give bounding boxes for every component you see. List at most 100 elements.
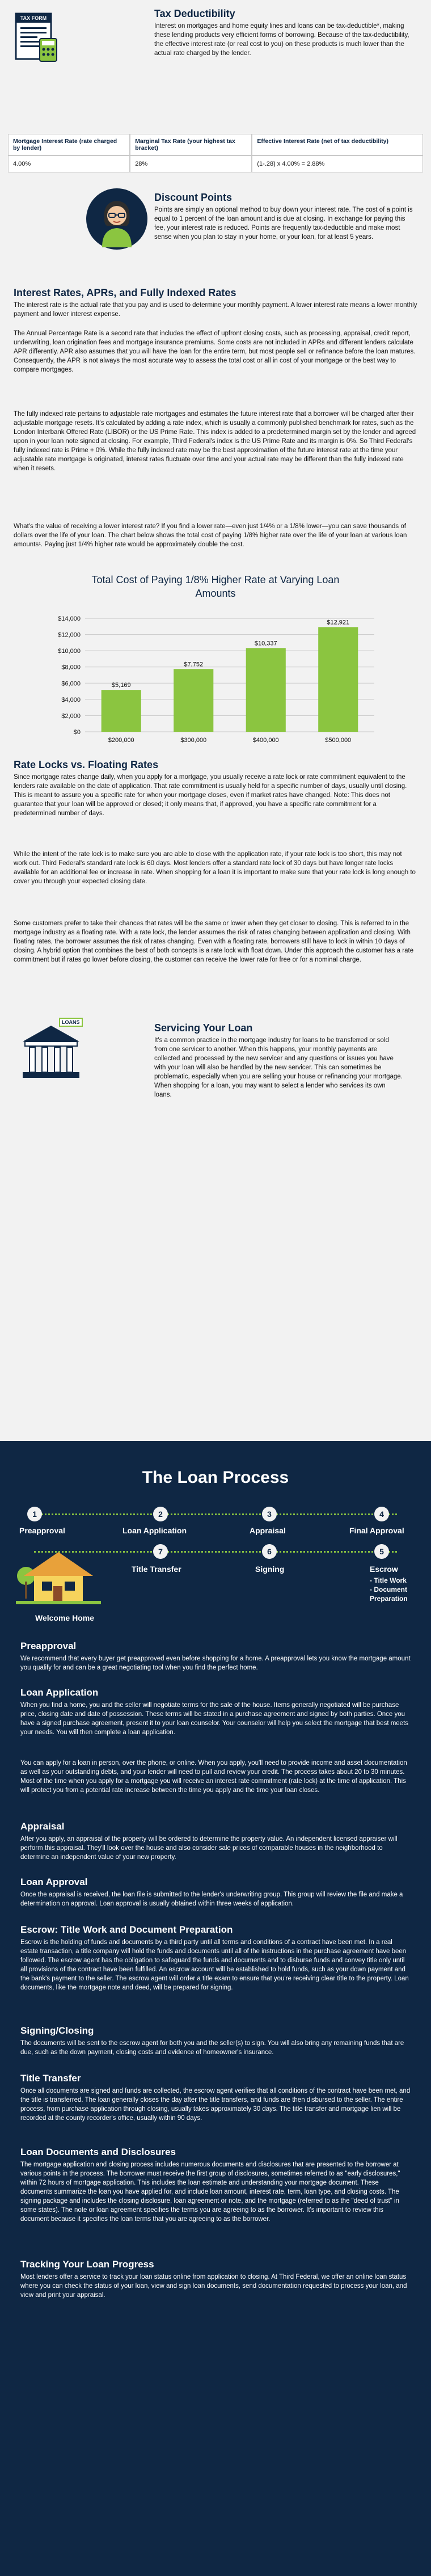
detail-paragraph: Escrow is the holding of funds and docum…	[20, 1939, 409, 1991]
detail-paragraph: Once the appraisal is received, the loan…	[20, 1891, 403, 1907]
detail-title: Appraisal	[20, 1821, 65, 1832]
light-section: TAX FORM Tax Deductibility Interest on m…	[0, 0, 431, 1441]
step-1: 1	[27, 1507, 42, 1521]
detail-title: Escrow: Title Work and Document Preparat…	[20, 1924, 233, 1935]
tax-table-row: 4.00% 28% (1-.28) x 4.00% = 2.88%	[8, 155, 424, 172]
woman-avatar-icon	[85, 187, 149, 251]
servicing-paragraph: It's a common practice in the mortgage i…	[154, 1037, 403, 1098]
detail-paragraph: Most lenders offer a service to track yo…	[20, 2274, 407, 2299]
bar	[246, 648, 286, 732]
tax-table-cell: (1-.28) x 4.00% = 2.88%	[252, 155, 424, 172]
step-label: Appraisal	[250, 1526, 286, 1535]
escrow-item: - Document Preparation	[370, 1586, 408, 1603]
locks-title: Rate Locks vs. Floating Rates	[14, 759, 159, 770]
detail-paragraph: Once all documents are signed and funds …	[20, 2088, 411, 2122]
step-number: 6	[262, 1544, 277, 1559]
tax-paragraph: Interest on mortgages and home equity li…	[154, 23, 409, 57]
step-label: Preapproval	[19, 1526, 65, 1535]
step-label: Final Approval	[349, 1526, 404, 1535]
y-tick-label: $12,000	[58, 632, 81, 639]
discount-title: Discount Points	[154, 192, 233, 203]
tax-form-label: TAX FORM	[20, 15, 47, 21]
bar	[101, 690, 141, 732]
detail-paragraph: The mortgage application and closing pro…	[20, 2161, 400, 2223]
y-tick-label: $4,000	[61, 697, 81, 703]
y-tick-label: $8,000	[61, 664, 81, 671]
rates-paragraph-1: The interest rate is the actual rate tha…	[14, 302, 417, 318]
rates-paragraph-2: The Annual Percentage Rate is a second r…	[14, 330, 416, 373]
process-title: The Loan Process	[142, 1468, 289, 1487]
step-7: 7	[153, 1544, 168, 1559]
tax-table: Mortgage Interest Rate (rate charged by …	[8, 134, 424, 172]
y-tick-label: $0	[74, 729, 81, 736]
detail-paragraph: After you apply, an appraisal of the pro…	[20, 1836, 398, 1861]
tax-form-icon: TAX FORM	[8, 10, 60, 67]
bank-building-icon: LOANS	[17, 1018, 85, 1083]
detail-title: Signing/Closing	[20, 2025, 94, 2036]
step-label: Title Transfer	[132, 1565, 181, 1574]
process-connector	[34, 1513, 397, 1515]
escrow-item: - Title Work	[370, 1576, 407, 1584]
detail-title: Title Transfer	[20, 2073, 81, 2084]
cost-bar-chart: $0 $2,000 $4,000 $6,000 $8,000 $10,000 $12,000…	[58, 615, 374, 744]
dark-section: The Loan Process 1 Preapproval 2 Loan Ap…	[0, 1441, 431, 2576]
locks-paragraph-3: Some customers prefer to take their chan…	[14, 920, 414, 963]
x-tick-label: $400,000	[253, 737, 279, 744]
bar-value-label: $12,921	[327, 619, 349, 626]
tax-table-header: Mortgage Interest Rate (rate charged by …	[8, 134, 130, 155]
step-6: 6	[262, 1544, 277, 1559]
tax-table-header-row: Mortgage Interest Rate (rate charged by …	[8, 134, 424, 155]
discount-paragraph: Points are simply an optional method to …	[154, 206, 413, 241]
detail-title: Loan Approval	[20, 1877, 88, 1887]
tax-table-header: Effective Interest Rate (net of tax dedu…	[252, 134, 424, 155]
step-number: 5	[374, 1544, 389, 1559]
bar-value-label: $7,752	[184, 661, 203, 668]
step-4: 4	[374, 1507, 389, 1521]
step-label: Escrow	[370, 1565, 398, 1574]
detail-title: Tracking Your Loan Progress	[20, 2259, 154, 2270]
step-3: 3	[262, 1507, 277, 1521]
detail-title: Loan Documents and Disclosures	[20, 2147, 176, 2157]
locks-paragraph-1: Since mortgage rates change daily, when …	[14, 774, 407, 817]
bank-sign-label: LOANS	[59, 1018, 83, 1027]
detail-paragraph: The documents will be sent to the escrow…	[20, 2040, 404, 2056]
process-connector	[34, 1551, 397, 1553]
servicing-title: Servicing Your Loan	[154, 1022, 253, 1034]
rates-paragraph-3: The fully indexed rate pertains to adjus…	[14, 411, 416, 472]
detail-title: Preapproval	[20, 1641, 77, 1651]
welcome-home-label: Welcome Home	[35, 1613, 94, 1622]
step-5: 5	[374, 1544, 389, 1559]
house-icon	[16, 1548, 101, 1609]
bar	[174, 669, 214, 732]
chart-title: Total Cost of Paying 1/8% Higher Rate at…	[91, 574, 340, 599]
step-label: Signing	[255, 1565, 285, 1574]
locks-paragraph-2: While the intent of the rate lock is to …	[14, 851, 416, 885]
tax-title: Tax Deductibility	[154, 8, 235, 19]
tax-table-header: Marginal Tax Rate (your highest tax brac…	[130, 134, 252, 155]
x-tick-label: $500,000	[325, 737, 351, 744]
y-tick-label: $2,000	[61, 712, 81, 719]
step-2: 2	[153, 1507, 168, 1521]
bar	[318, 627, 358, 732]
bar-value-label: $10,337	[255, 640, 277, 647]
detail-title: Loan Application	[20, 1687, 99, 1698]
bar-value-label: $5,169	[112, 682, 131, 689]
rates-title: Interest Rates, APRs, and Fully Indexed …	[14, 287, 236, 298]
tax-table-cell: 28%	[130, 155, 252, 172]
rates-paragraph-4: What's the value of receiving a lower in…	[14, 523, 407, 548]
step-label: Loan Application	[122, 1526, 187, 1535]
detail-paragraph: We recommend that every buyer get preapp…	[20, 1655, 411, 1671]
tax-table-cell: 4.00%	[8, 155, 130, 172]
step-number: 1	[27, 1507, 42, 1521]
step-number: 3	[262, 1507, 277, 1521]
x-tick-label: $300,000	[180, 737, 206, 744]
detail-paragraph: When you find a home, you and the seller…	[20, 1702, 409, 1736]
y-tick-label: $6,000	[61, 680, 81, 687]
step-number: 4	[374, 1507, 389, 1521]
y-tick-label: $10,000	[58, 648, 81, 655]
step-number: 2	[153, 1507, 168, 1521]
detail-paragraph: You can apply for a loan in person, over…	[20, 1760, 407, 1794]
x-tick-label: $200,000	[108, 737, 134, 744]
step-number: 7	[153, 1544, 168, 1559]
